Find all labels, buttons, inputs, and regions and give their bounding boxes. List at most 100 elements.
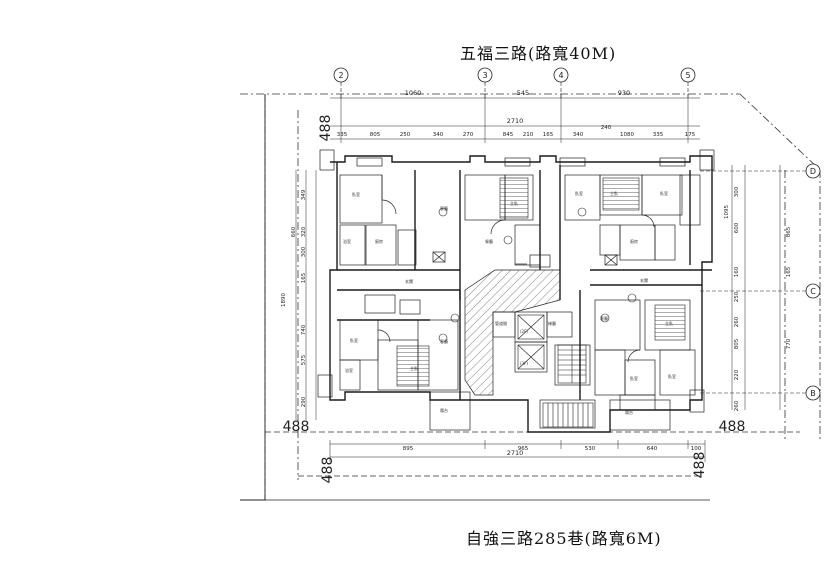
axis-C-bubble: C: [805, 283, 821, 299]
setback-488-bottom-right: 488: [719, 419, 746, 435]
dim-bottom-0: 895: [403, 446, 414, 452]
room-label-11: 臥室: [350, 337, 358, 343]
dim-top-total: 2710: [507, 117, 524, 125]
stairwell-lower: [542, 402, 594, 428]
room-label-8: 臥室: [660, 190, 668, 196]
dim-left-0: 349: [301, 189, 307, 200]
bedroom-floor-1: [499, 177, 529, 219]
dim-left-1: 660: [291, 226, 297, 237]
common-corridor-hatch: [464, 269, 561, 396]
dim-top2-2: 250: [400, 132, 411, 138]
room-label-9: 主臥: [610, 190, 618, 196]
dim-left-5: 1890: [281, 293, 287, 307]
dim-top-930: 930: [618, 89, 630, 97]
dim-top2-11: 335: [653, 132, 664, 138]
room-label-3: 廚房: [375, 238, 383, 244]
unit-markers: [438, 207, 637, 343]
dim-bottom-2: 530: [585, 446, 596, 452]
bedroom-floor-2: [602, 177, 640, 211]
dim-right-inner-8: 260: [734, 400, 740, 411]
dim-left-4: 165: [301, 272, 307, 283]
dim-left-3: 300: [301, 246, 307, 257]
axis-label-3: 3: [482, 71, 487, 80]
dim-right-0: 865: [786, 226, 792, 237]
axis-3-bubble: 3: [477, 67, 493, 83]
bottom-dimension-chain: [329, 440, 706, 462]
axis-label-4: 4: [558, 71, 563, 80]
room-label-2: 客廳: [440, 205, 448, 211]
setback-488-top-left: 488: [318, 115, 334, 142]
dim-top2-1: 805: [370, 132, 381, 138]
dim-top2-6: 210: [523, 132, 534, 138]
dim-right-inner-0: 300: [734, 186, 740, 197]
right-dimension-chain: [731, 165, 781, 410]
room-label-15: 客廳: [600, 315, 608, 321]
room-label-5: 餐廳: [485, 238, 493, 244]
room-label-6: 主臥: [510, 200, 518, 206]
room-label-22: (3F): [520, 361, 528, 366]
room-label-1: 臥室: [352, 191, 360, 197]
grid-axis-columns: 2 3 4 5: [333, 67, 696, 100]
axis-B-bubble: B: [805, 385, 821, 401]
room-label-13: 主臥: [410, 365, 418, 371]
room-label-12: 客廳: [440, 338, 448, 344]
dim-top2-4: 270: [463, 132, 474, 138]
room-label-25: 玄關: [405, 278, 413, 284]
dim-right-1: 165: [786, 266, 792, 277]
axis-label-2: 2: [338, 71, 343, 80]
dim-right-inner-6: 805: [734, 338, 740, 349]
dim-left-2: 320: [301, 226, 307, 237]
axis-4-bubble: 4: [553, 67, 569, 83]
room-label-24: 管道間: [495, 320, 507, 326]
setback-488-right-vert: 488: [692, 452, 708, 479]
dim-right: 865 165 770 300 600 1095 160 250 260 805…: [724, 186, 792, 411]
dim-right-inner-4: 250: [734, 291, 740, 302]
dim-bottom-total: 2710: [507, 449, 524, 457]
room-label-21: (2F): [520, 329, 528, 334]
dim-bottom-3: 640: [647, 446, 658, 452]
axis-label-D: D: [810, 167, 816, 176]
room-label-18: 臥室: [668, 373, 676, 379]
left-dimension-chain: [295, 170, 317, 420]
dim-top2-10: 240: [601, 125, 612, 131]
room-label-16: 主臥: [665, 320, 673, 326]
room-label-26: 玄關: [640, 277, 648, 283]
dim-right-inner-2: 1095: [724, 205, 730, 219]
axis-5-bubble: 5: [680, 67, 696, 83]
bedroom-floor-4: [654, 304, 686, 341]
dim-top2-9: 1080: [620, 132, 634, 138]
axis-D-bubble: D: [805, 163, 821, 179]
setback-488-bottom-left: 488: [283, 419, 310, 435]
room-label-19: 陽台: [440, 407, 448, 413]
dim-top-545: 545: [517, 89, 529, 97]
top-dimension-chain: [330, 94, 700, 143]
dim-top-1060: 1060: [405, 89, 422, 97]
dim-top-row2: 335 805 250 340 270 845 210 165 340 1080…: [337, 125, 696, 138]
dim-right-inner-7: 220: [734, 369, 740, 380]
dim-left-8: 290: [301, 396, 307, 407]
interior-walls: [317, 149, 715, 431]
street-name-top: 五福三路(路寬40M): [460, 44, 617, 63]
dim-top2-5: 845: [503, 132, 514, 138]
axis-label-B: B: [810, 389, 816, 398]
room-label-7: 臥室: [575, 190, 583, 196]
bedroom-floor-3: [396, 345, 430, 387]
dim-right-2: 770: [786, 338, 792, 349]
axis-2-bubble: 2: [333, 67, 349, 83]
room-label-14: 浴室: [345, 367, 353, 373]
dim-right-inner-1: 600: [734, 222, 740, 233]
grid-axis-rows: D C B: [700, 163, 821, 401]
axis-label-C: C: [810, 287, 816, 296]
dim-top2-12: 175: [685, 132, 696, 138]
elevator-shafts: [517, 314, 545, 370]
dim-bottom-1: 965: [518, 446, 529, 452]
axis-label-5: 5: [685, 71, 690, 80]
dim-top2-8: 340: [573, 132, 584, 138]
street-name-bottom: 自強三路285巷(路寬6M): [466, 529, 662, 548]
dim-top2-3: 340: [433, 132, 444, 138]
room-label-10: 廚房: [630, 238, 638, 244]
dim-left-7: 575: [301, 354, 307, 365]
site-edge-line: [240, 94, 266, 501]
dim-right-inner-3: 160: [734, 266, 740, 277]
